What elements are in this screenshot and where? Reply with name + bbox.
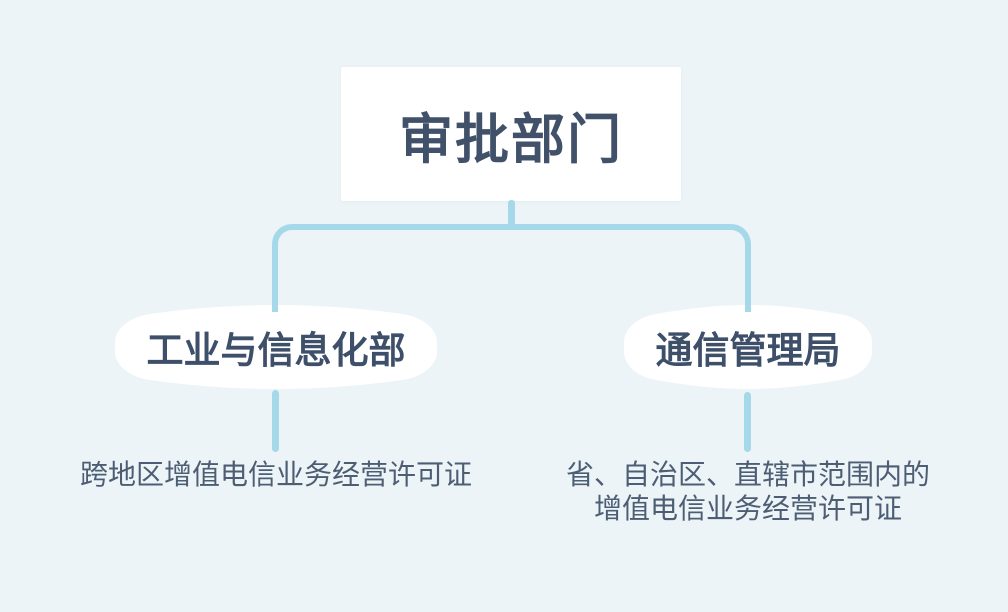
branch-node-right-shape[interactable] xyxy=(620,301,876,393)
branch-node-left-bubble xyxy=(115,305,437,389)
connector-left-drop xyxy=(272,390,279,452)
branch-node-left[interactable]: 工业与信息化部 xyxy=(112,301,440,393)
leaf-node-left[interactable]: 跨地区增值电信业务经营许可证 xyxy=(79,459,472,490)
branch-node-left-label: 工业与信息化部 xyxy=(146,330,406,371)
connector-bracket xyxy=(272,224,751,312)
root-node-label: 审批部门 xyxy=(399,109,623,170)
connector-root-stub xyxy=(508,200,515,227)
root-node[interactable]: 审批部门 xyxy=(341,67,681,201)
branch-node-right[interactable]: 通信管理局 xyxy=(620,301,876,393)
branch-node-right-bubble xyxy=(624,305,872,389)
branch-node-right-label: 通信管理局 xyxy=(655,330,841,371)
branch-node-left-shape[interactable] xyxy=(112,301,440,393)
leaf-node-right[interactable]: 省、自治区、直辖市范围内的 增值电信业务经营许可证 xyxy=(565,459,930,524)
connector-right-drop xyxy=(744,392,751,452)
